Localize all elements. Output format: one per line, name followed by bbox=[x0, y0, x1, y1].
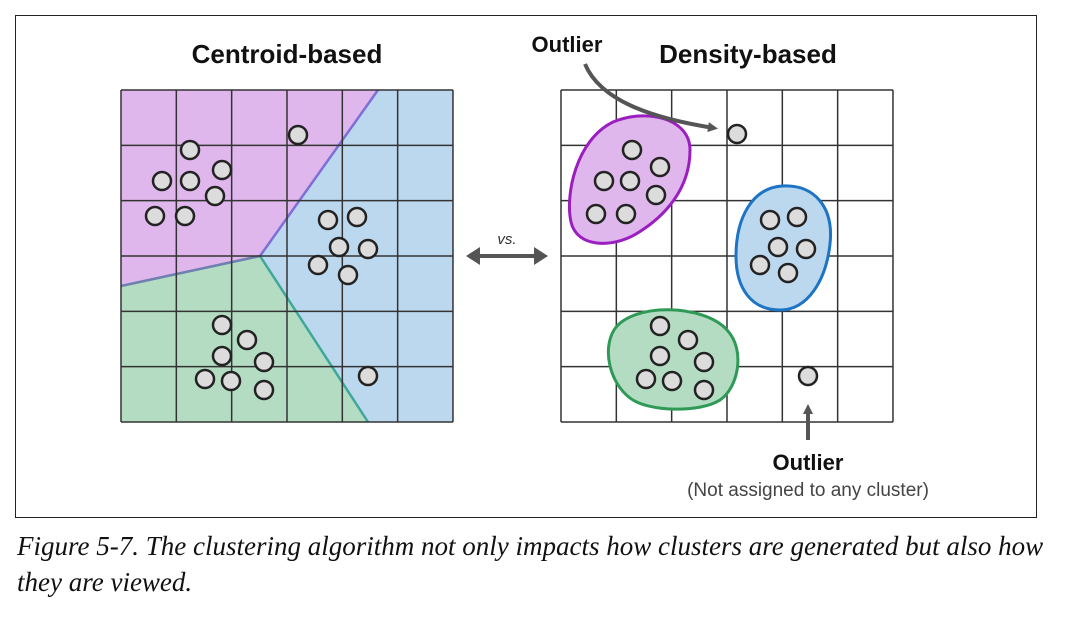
data-point bbox=[767, 236, 789, 258]
left-panel-title: Centroid-based bbox=[192, 39, 383, 69]
green-cluster-blob bbox=[606, 308, 740, 411]
data-point bbox=[357, 238, 379, 260]
data-point bbox=[211, 345, 233, 367]
data-point bbox=[619, 170, 641, 192]
outlier-top-label: Outlier bbox=[532, 32, 603, 57]
data-point bbox=[211, 159, 233, 181]
data-point bbox=[253, 351, 275, 373]
data-point bbox=[777, 262, 799, 284]
right-panel-title: Density-based bbox=[659, 39, 837, 69]
data-point bbox=[174, 205, 196, 227]
arrow-icon bbox=[583, 63, 718, 133]
data-point bbox=[236, 329, 258, 351]
data-point bbox=[615, 203, 637, 225]
data-point bbox=[357, 365, 379, 387]
data-point bbox=[621, 139, 643, 161]
region-boundary-purple-green bbox=[120, 254, 261, 288]
data-point bbox=[194, 368, 216, 390]
data-point bbox=[726, 123, 748, 145]
region-boundary-purple-blue bbox=[258, 89, 380, 257]
purple-region bbox=[121, 90, 378, 286]
double-arrow-icon bbox=[466, 247, 548, 265]
clustering-diagram: Centroid-based vs. Density-based Outlier… bbox=[120, 32, 929, 501]
data-point bbox=[151, 170, 173, 192]
right-points bbox=[585, 123, 819, 401]
data-point bbox=[693, 351, 715, 373]
data-point bbox=[593, 170, 615, 192]
figure-caption: Figure 5-7. The clustering algorithm not… bbox=[17, 531, 1044, 597]
data-point bbox=[645, 184, 667, 206]
data-point bbox=[749, 254, 771, 276]
data-point bbox=[797, 365, 819, 387]
region-boundary-green-blue bbox=[258, 255, 370, 423]
vs-label: vs. bbox=[497, 231, 516, 248]
data-point bbox=[179, 139, 201, 161]
data-point bbox=[786, 206, 808, 228]
data-point bbox=[328, 236, 350, 258]
data-point bbox=[635, 368, 657, 390]
data-point bbox=[759, 209, 781, 231]
outlier-bottom-label: Outlier bbox=[773, 450, 844, 475]
data-point bbox=[585, 203, 607, 225]
data-point bbox=[649, 315, 671, 337]
data-point bbox=[677, 329, 699, 351]
data-point bbox=[287, 124, 309, 146]
data-point bbox=[144, 205, 166, 227]
outlier-bottom-note: (Not assigned to any cluster) bbox=[687, 480, 929, 501]
data-point bbox=[346, 206, 368, 228]
data-point bbox=[795, 238, 817, 260]
data-point bbox=[307, 254, 329, 276]
data-point bbox=[337, 264, 359, 286]
data-point bbox=[253, 379, 275, 401]
data-point bbox=[649, 345, 671, 367]
data-point bbox=[661, 370, 683, 392]
left-grid bbox=[120, 89, 454, 423]
data-point bbox=[179, 170, 201, 192]
data-point bbox=[693, 379, 715, 401]
data-point bbox=[220, 370, 242, 392]
data-point bbox=[317, 209, 339, 231]
data-point bbox=[204, 185, 226, 207]
data-point bbox=[211, 314, 233, 336]
left-points bbox=[144, 124, 379, 401]
data-point bbox=[649, 156, 671, 178]
